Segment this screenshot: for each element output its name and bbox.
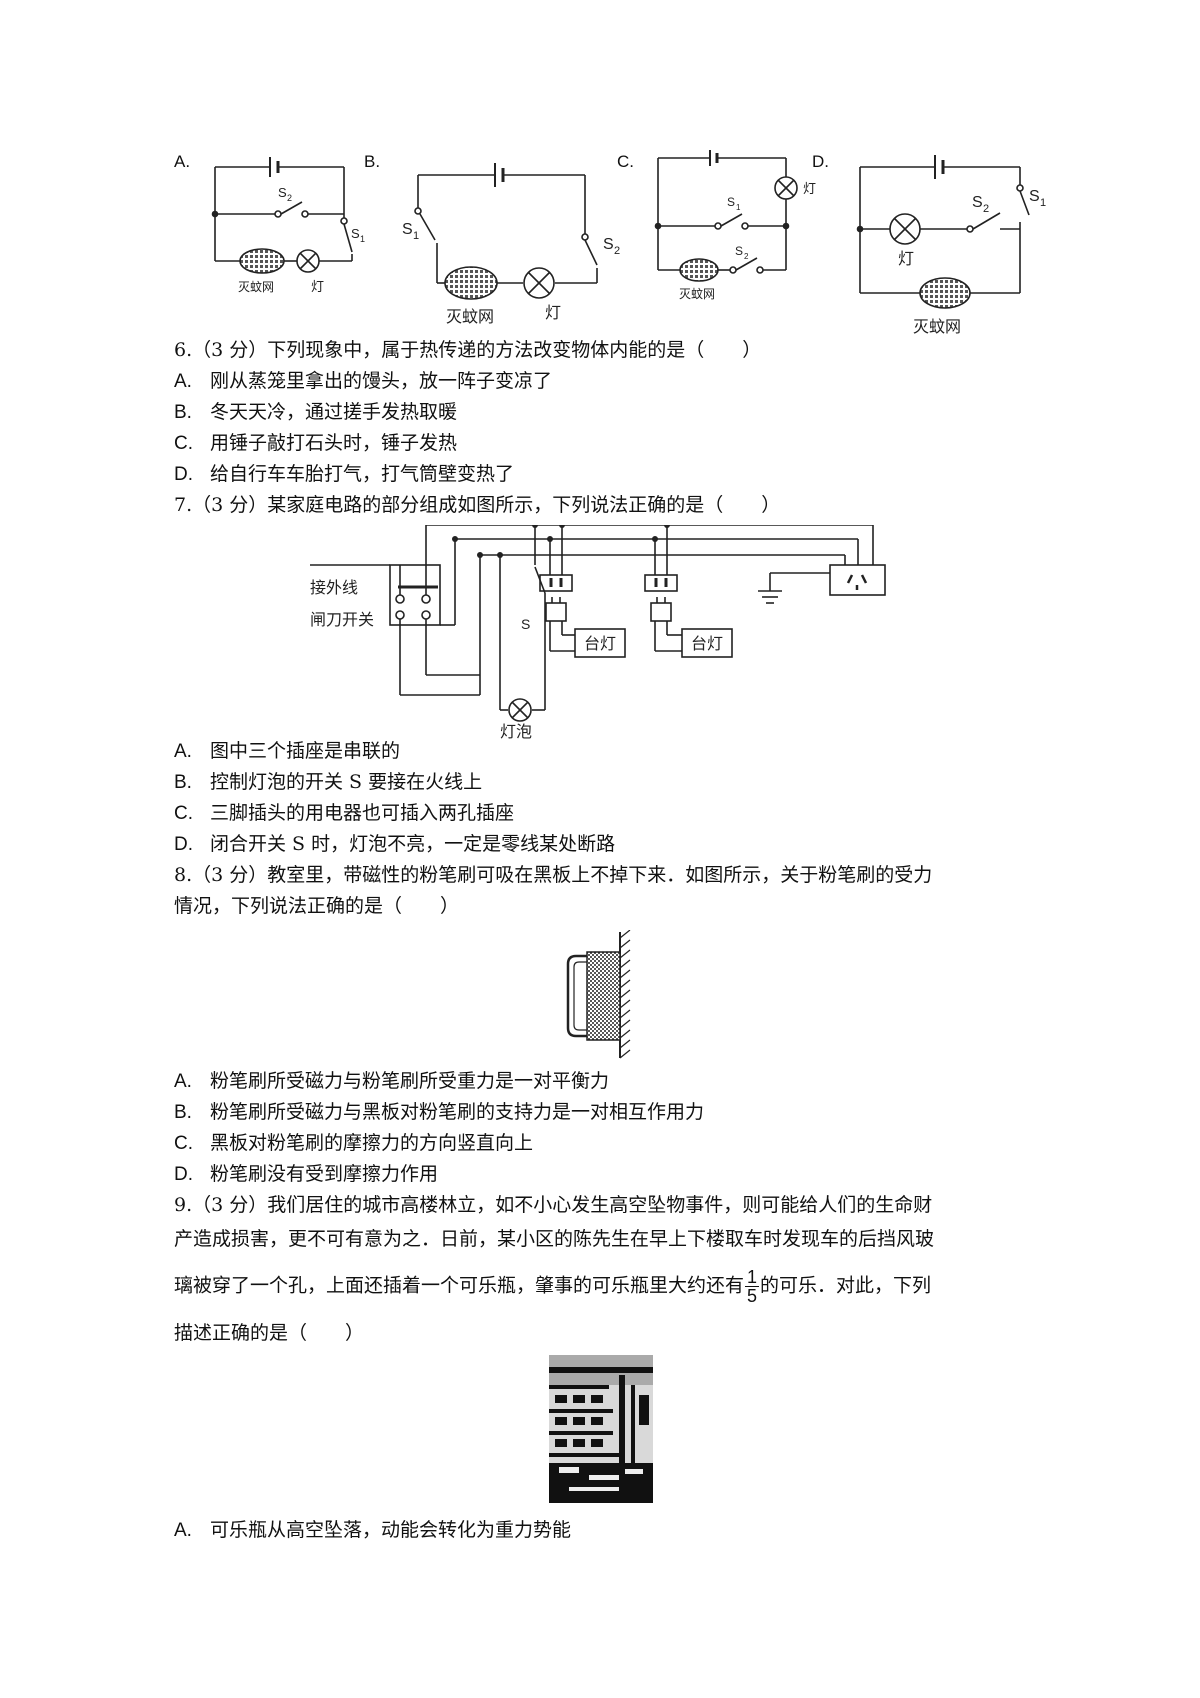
q8-chalk-brush-figure xyxy=(566,930,631,1059)
q7-bulb-label: 灯泡 xyxy=(500,723,532,740)
circuit-d-s2-sub: 2 xyxy=(983,203,989,215)
circuit-d-s1-sub: 1 xyxy=(1040,197,1046,209)
circuit-a xyxy=(214,157,353,273)
circuit-c xyxy=(657,150,798,274)
circuit-a-mosquito-net xyxy=(239,248,285,274)
question-8-stem-line-2: 情况，下列说法正确的是（ ） xyxy=(174,895,460,917)
question-6-option-a: A. 刚从蒸笼里拿出的馒头，放一阵子变凉了 xyxy=(174,368,552,395)
q7-outer-wire-label: 接外线 xyxy=(310,579,358,597)
circuit-a-s1-label: S xyxy=(351,226,360,241)
option-text: 给自行车车胎打气，打气筒壁变热了 xyxy=(210,463,515,485)
option-text: 图中三个插座是串联的 xyxy=(210,740,401,762)
question-9-stem-line-1: 9.（3 分）我们居住的城市高楼林立，如不小心发生高空坠物事件，则可能给人们的生… xyxy=(174,1194,933,1216)
circuit-b-s1-label: S xyxy=(402,221,413,238)
circuit-d-mosquito-net xyxy=(919,277,971,309)
circuit-c-lamp-label: 灯 xyxy=(803,181,816,196)
circuit-d-lamp-label: 灯 xyxy=(898,250,914,268)
circuit-c-s1-sub: 1 xyxy=(736,203,741,212)
q5-option-b-label: B. xyxy=(364,152,381,171)
question-6-stem: 6.（3 分）下列现象中，属于热传递的方法改变物体内能的是（ ） xyxy=(174,339,762,361)
option-text: 用锤子敲打石头时，锤子发热 xyxy=(210,432,458,454)
circuit-d-s1-label: S xyxy=(1029,188,1040,205)
question-7-option-a: A. 图中三个插座是串联的 xyxy=(174,738,400,765)
q5-option-d-label: D. xyxy=(812,152,829,171)
circuit-b-s2-sub: 2 xyxy=(614,245,620,257)
question-7-stem: 7.（3 分）某家庭电路的部分组成如图所示，下列说法正确的是（ ） xyxy=(174,494,781,516)
circuit-d xyxy=(859,155,1030,294)
circuit-b-s1-sub: 1 xyxy=(413,230,419,242)
option-letter: D. xyxy=(174,834,193,855)
option-letter: C. xyxy=(174,1133,193,1154)
circuit-a-s2-sub: 2 xyxy=(287,193,292,203)
circuit-c-net-label: 灭蚊网 xyxy=(679,286,715,301)
question-8-stem-line-1: 8.（3 分）教室里，带磁性的粉笔刷可吸在黑板上不掉下来．如图所示，关于粉笔刷的… xyxy=(174,864,933,886)
q7-table-lamp-1-label: 台灯 xyxy=(584,635,616,653)
option-letter: A. xyxy=(174,371,192,392)
option-text: 粉笔刷没有受到摩擦力作用 xyxy=(210,1163,439,1185)
fraction-denominator: 5 xyxy=(747,1286,758,1306)
circuit-c-s1-label: S xyxy=(727,195,735,209)
stem-text-before-fraction: 璃被穿了一个孔，上面还插着一个可乐瓶，肇事的可乐瓶里大约还有 xyxy=(174,1274,745,1297)
option-letter: C. xyxy=(174,803,193,824)
question-8-option-b: B. 粉笔刷所受磁力与黑板对粉笔刷的支持力是一对相互作用力 xyxy=(174,1099,704,1126)
question-8-option-a: A. 粉笔刷所受磁力与粉笔刷所受重力是一对平衡力 xyxy=(174,1068,609,1095)
option-letter: D. xyxy=(174,464,193,485)
option-text: 黑板对粉笔刷的摩擦力的方向竖直向上 xyxy=(210,1132,534,1154)
option-text: 粉笔刷所受磁力与黑板对粉笔刷的支持力是一对相互作用力 xyxy=(210,1101,705,1123)
circuit-a-s1-sub: 1 xyxy=(360,234,365,244)
q7-switch-label: S xyxy=(521,616,530,632)
q7-knife-switch-label: 闸刀开关 xyxy=(310,611,374,629)
option-letter: A. xyxy=(174,1071,192,1092)
option-text: 冬天天冷，通过搓手发热取暖 xyxy=(210,401,458,423)
question-7-option-c: C. 三脚插头的用电器也可插入两孔插座 xyxy=(174,800,514,827)
circuit-a-lamp-label: 灯 xyxy=(311,279,324,294)
option-letter: C. xyxy=(174,433,193,454)
option-text: 刚从蒸笼里拿出的馒头，放一阵子变凉了 xyxy=(210,370,553,392)
question-6-option-b: B. 冬天天冷，通过搓手发热取暖 xyxy=(174,399,457,426)
option-letter: D. xyxy=(174,1164,193,1185)
option-letter: B. xyxy=(174,402,192,423)
stem-text-after-fraction: 的可乐．对此，下列 xyxy=(760,1274,932,1297)
question-8-option-c: C. 黑板对粉笔刷的摩擦力的方向竖直向上 xyxy=(174,1130,533,1157)
option-text: 粉笔刷所受磁力与粉笔刷所受重力是一对平衡力 xyxy=(210,1070,610,1092)
circuit-b-s2-label: S xyxy=(603,236,614,253)
question-9-option-a: A. 可乐瓶从高空坠落，动能会转化为重力势能 xyxy=(174,1517,571,1544)
option-text: 控制灯泡的开关 S 要接在火线上 xyxy=(210,771,483,793)
question-6-option-d: D. 给自行车车胎打气，打气筒壁变热了 xyxy=(174,461,514,488)
circuit-a-net-label: 灭蚊网 xyxy=(238,279,274,294)
option-text: 可乐瓶从高空坠落，动能会转化为重力势能 xyxy=(210,1519,572,1541)
circuit-c-s2-sub: 2 xyxy=(744,252,749,261)
q5-option-a-label: A. xyxy=(174,152,191,171)
circuit-c-mosquito-net xyxy=(679,258,719,282)
question-6-option-c: C. 用锤子敲打石头时，锤子发热 xyxy=(174,430,457,457)
q7-household-circuit-figure: 接外线 闸刀开关 S 灯泡 台灯 台灯 xyxy=(310,525,886,740)
q9-building-photo xyxy=(549,1355,653,1503)
q5-circuit-figures: S 2 S 1 灭蚊网 灯 S 1 S 2 灭蚊网 灯 灯 S 1 S 2 灭蚊… xyxy=(211,150,1046,336)
option-letter: A. xyxy=(174,741,192,762)
option-text: 三脚插头的用电器也可插入两孔插座 xyxy=(210,802,515,824)
question-9-stem-line-4: 描述正确的是（ ） xyxy=(174,1322,365,1344)
circuit-b xyxy=(414,163,598,299)
circuit-a-s2-label: S xyxy=(278,185,287,200)
circuit-b-mosquito-net xyxy=(444,266,498,300)
option-letter: B. xyxy=(174,1102,192,1123)
question-7-option-d: D. 闭合开关 S 时，灯泡不亮，一定是零线某处断路 xyxy=(174,831,615,858)
circuit-d-net-label: 灭蚊网 xyxy=(913,318,961,336)
fraction-numerator: 1 xyxy=(745,1267,760,1287)
option-letter: A. xyxy=(174,1520,192,1541)
circuit-c-s2-label: S xyxy=(735,244,743,258)
question-7-option-b: B. 控制灯泡的开关 S 要接在火线上 xyxy=(174,769,482,796)
q7-table-lamp-2-label: 台灯 xyxy=(691,635,723,653)
question-8-option-d: D. 粉笔刷没有受到摩擦力作用 xyxy=(174,1161,438,1188)
q5-option-c-label: C. xyxy=(617,152,634,171)
option-text: 闭合开关 S 时，灯泡不亮，一定是零线某处断路 xyxy=(210,833,616,855)
circuit-b-net-label: 灭蚊网 xyxy=(446,308,494,326)
question-9-stem-line-2: 产造成损害，更不可有意为之．日前，某小区的陈先生在早上下楼取车时发现车的后挡风玻 xyxy=(174,1228,935,1250)
circuit-b-lamp-label: 灯 xyxy=(545,304,561,322)
circuit-d-s2-label: S xyxy=(972,194,983,211)
option-letter: B. xyxy=(174,772,192,793)
